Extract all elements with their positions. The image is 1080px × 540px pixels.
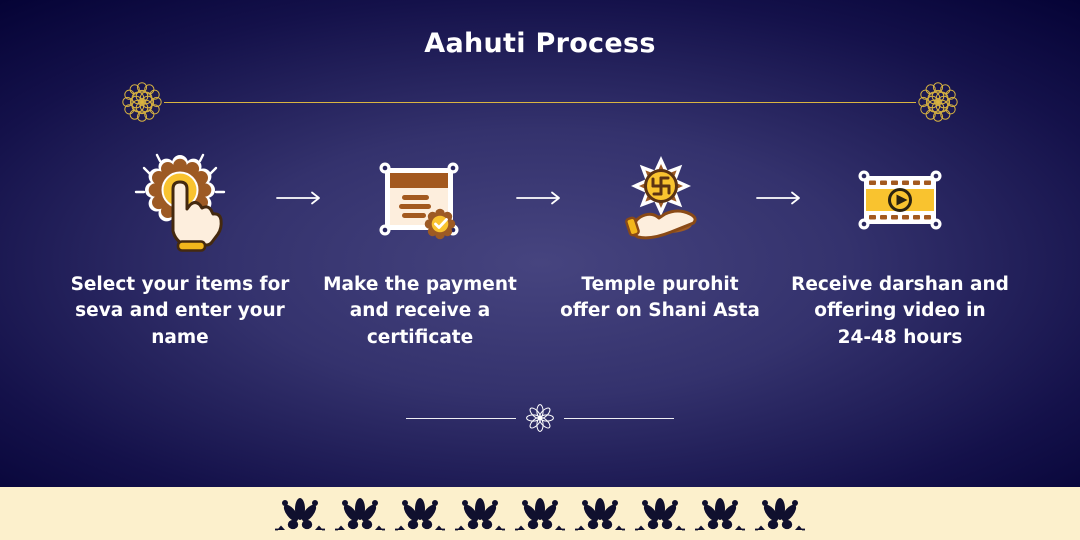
page-title: Aahuti Process — [424, 28, 656, 59]
step-make-payment: Make the payment and receive a certifica… — [300, 148, 540, 351]
lotus-motif-icon — [275, 497, 325, 530]
infographic-stage: Aahuti Process Select your items f — [0, 0, 1080, 487]
lotus-motif-icon — [695, 497, 745, 530]
step-select-items: Select your items for seva and enter you… — [60, 148, 300, 351]
divider-line — [164, 101, 916, 103]
tap-hand-icon — [134, 153, 226, 252]
lotus-motif-icon — [455, 497, 505, 530]
steps-row: Select your items for seva and enter you… — [60, 148, 1020, 351]
certificate-icon — [379, 162, 459, 240]
rosette-icon — [526, 404, 554, 432]
step-caption: Select your items for seva and enter you… — [70, 274, 290, 348]
arrow-right-icon — [756, 191, 800, 205]
arrow-right-icon — [516, 191, 560, 205]
step-receive-video: Receive darshan and offering video in 24… — [780, 148, 1020, 351]
mandala-right-icon — [918, 82, 958, 122]
step-caption: Receive darshan and offering video in 24… — [791, 274, 1009, 348]
lotus-motif-icon — [635, 497, 685, 530]
lotus-motif-icon — [755, 497, 805, 530]
header-divider — [120, 80, 960, 124]
lotus-motif-icon — [395, 497, 445, 530]
lotus-motif-icon — [575, 497, 625, 530]
step-caption: Make the payment and receive a certifica… — [323, 274, 517, 348]
footer-band — [0, 487, 1080, 540]
offering-hand-icon — [625, 156, 697, 240]
mandala-left-icon — [122, 82, 162, 122]
divider-line — [564, 417, 674, 419]
step-temple-offer: Temple purohit offer on Shani Asta — [540, 148, 780, 351]
divider-line — [406, 417, 516, 419]
bottom-divider — [0, 403, 1080, 433]
step-caption: Temple purohit offer on Shani Asta — [560, 274, 760, 322]
lotus-motif-icon — [335, 497, 385, 530]
lotus-motif-icon — [515, 497, 565, 530]
film-video-icon — [858, 170, 942, 230]
arrow-right-icon — [276, 191, 320, 205]
